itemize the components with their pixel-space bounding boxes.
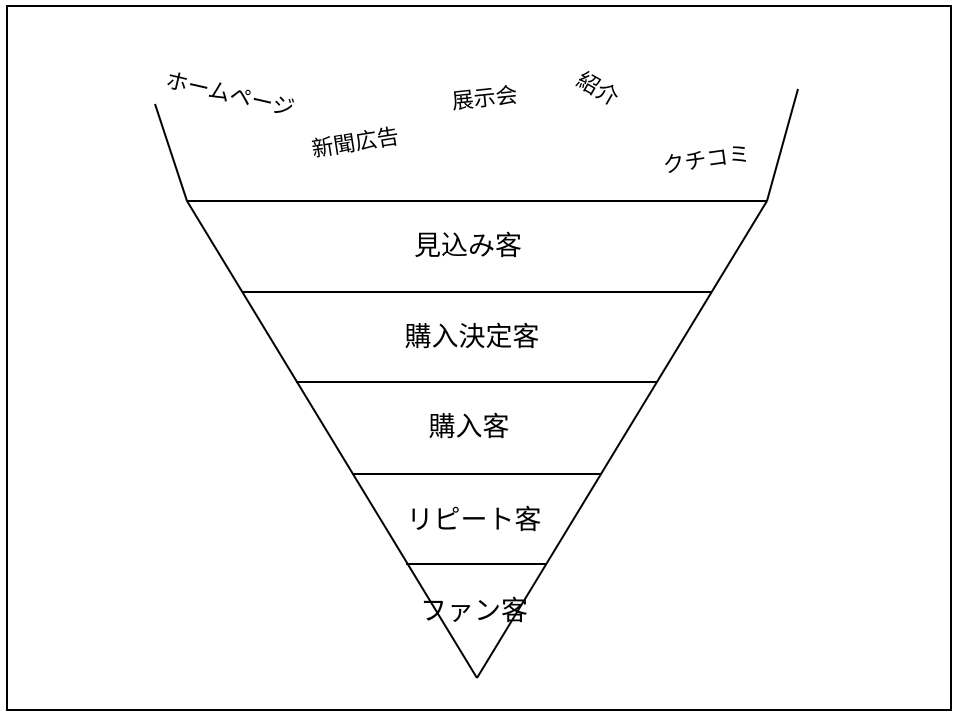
stage-label-prospects: 見込み客 <box>414 231 522 262</box>
funnel-left-side <box>186 200 478 679</box>
stage-label-repeat: リピート客 <box>406 505 542 536</box>
stage-label-purchasers: 購入客 <box>428 412 510 443</box>
funnel-intake-right-wall <box>766 88 799 202</box>
funnel-right-side <box>476 200 768 679</box>
funnel-intake-left-wall <box>154 103 188 202</box>
slide-frame <box>6 5 952 711</box>
stage-label-fans: ファン客 <box>420 596 528 627</box>
stage-label-decided: 購入決定客 <box>404 322 540 353</box>
